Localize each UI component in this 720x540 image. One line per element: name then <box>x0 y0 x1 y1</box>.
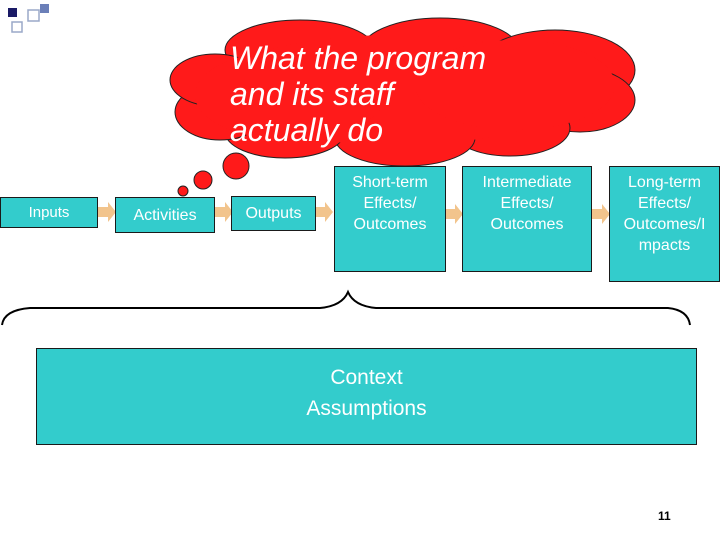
box-short-term: Short-term Effects/ Outcomes <box>334 166 446 272</box>
box-intermediate-label: Intermediate Effects/ Outcomes <box>482 174 572 233</box>
arrow-intermediate-longterm <box>592 204 610 224</box>
thought-bubble-medium <box>193 170 213 190</box>
arrow-activities-outputs <box>215 202 233 222</box>
cloud-caption: What the program and its staff actually … <box>230 40 487 148</box>
box-activities: Activities <box>115 197 215 233</box>
box-outputs: Outputs <box>231 196 316 231</box>
corner-square-light <box>11 21 23 33</box>
corner-square-dark <box>8 8 17 17</box>
arrow-shortterm-intermediate <box>445 204 463 224</box>
box-long-term: Long-term Effects/ Outcomes/I mpacts <box>609 166 720 282</box>
corner-square-light <box>27 9 40 22</box>
box-outputs-label: Outputs <box>245 205 302 222</box>
corner-decoration <box>8 4 49 33</box>
box-activities-label: Activities <box>133 206 197 224</box>
page-number: 11 <box>658 509 671 523</box>
arrow-outputs-shortterm <box>315 202 333 222</box>
context-assumptions-box: Context Assumptions <box>36 348 697 445</box>
context-label: Context <box>330 366 403 389</box>
box-short-term-label: Short-term Effects/ Outcomes <box>352 174 428 233</box>
assumptions-label: Assumptions <box>306 397 427 420</box>
arrow-inputs-activities <box>98 202 116 222</box>
box-inputs: Inputs <box>0 197 98 228</box>
box-intermediate: Intermediate Effects/ Outcomes <box>462 166 592 272</box>
thought-bubble-large <box>222 152 250 180</box>
box-long-term-label: Long-term Effects/ Outcomes/I mpacts <box>623 174 706 254</box>
thought-bubble-small <box>177 185 189 197</box>
corner-square-blue <box>40 4 49 13</box>
box-inputs-label: Inputs <box>28 204 70 221</box>
